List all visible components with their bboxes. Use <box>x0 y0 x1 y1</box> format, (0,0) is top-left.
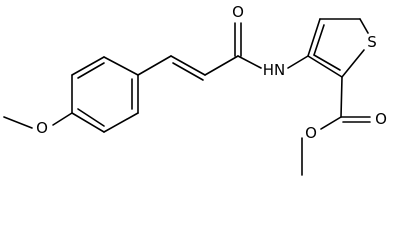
bond-ring-inner-3 <box>77 108 105 127</box>
bond-thio-5-inner <box>313 54 341 71</box>
bond-ring-6 <box>71 112 105 133</box>
bond-ring-5 <box>103 112 139 133</box>
bond-n-thiophene <box>287 55 309 69</box>
bond-thio-4 <box>341 49 365 78</box>
atom-labels: O O HN S O O <box>36 3 387 142</box>
bond-aryl-vinyl <box>137 55 172 76</box>
bond-thio-1 <box>307 18 321 57</box>
bond-ring-2 <box>71 56 105 76</box>
bond-vinyl-carbonyl <box>204 55 239 76</box>
bond-ester-c-o-single <box>320 116 342 130</box>
bonds <box>3 18 371 176</box>
bond-thio-3 <box>359 18 369 34</box>
bond-thio-5 <box>307 55 343 78</box>
bond-carbonyl-n <box>237 55 262 69</box>
bond-vinyl-double <box>170 55 206 76</box>
bond-ring-3 <box>103 56 139 76</box>
molecule-drawing: O O HN S O O <box>3 3 387 176</box>
bond-ester-c <box>340 76 343 118</box>
bond-o-aryl <box>52 112 73 126</box>
ester-oxygen-label: O <box>305 124 317 142</box>
amide-nitrogen-label: HN <box>263 61 286 79</box>
amide-oxygen-label: O <box>232 3 244 21</box>
ether-oxygen-label: O <box>36 119 48 137</box>
bond-vinyl-double-inner <box>172 62 204 81</box>
bond-methoxy-methyl <box>3 116 33 129</box>
thiophene-sulfur-label: S <box>367 33 377 51</box>
bond-ring-inner-1 <box>77 62 105 79</box>
bond-thio-1-inner <box>313 24 325 56</box>
structure-canvas: O O HN S O O <box>3 3 387 176</box>
ester-carbonyl-oxygen-label: O <box>375 110 387 128</box>
